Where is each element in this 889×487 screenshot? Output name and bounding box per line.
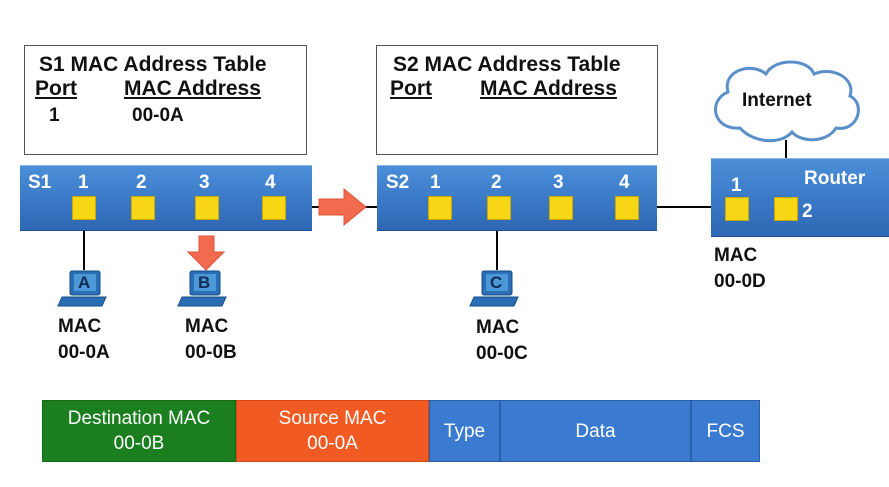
host-b-letter: B <box>198 273 211 292</box>
s2-port-3 <box>549 196 573 220</box>
host-a-computer-icon <box>57 270 107 307</box>
forward-arrow-right <box>318 187 367 227</box>
frame-fcs: FCS <box>691 400 760 462</box>
host-a-letter: A <box>78 273 91 292</box>
s1-table-port-header: Port <box>35 77 77 100</box>
frame-src-value: 00-0A <box>307 433 358 454</box>
s1-table-title: S1 MAC Address Table <box>39 53 267 76</box>
s1-port-2-label: 2 <box>136 172 147 193</box>
s2-port-1 <box>428 196 452 220</box>
host-b-mac-caption: MAC <box>185 316 229 337</box>
router-mac-caption: MAC <box>714 245 758 266</box>
internet-label: Internet <box>742 90 812 111</box>
router-mac-label: MAC 00-0D <box>714 243 766 295</box>
host-a-mac-label: MAC 00-0A <box>58 314 110 366</box>
frame-src-label: Source MAC <box>278 408 387 429</box>
frame-destination-mac: Destination MAC 00-0B <box>42 400 236 462</box>
s2-table-port-header: Port <box>390 77 432 100</box>
host-c-mac-caption: MAC <box>476 317 520 338</box>
host-c-mac-value: 00-0C <box>476 343 528 364</box>
router-port-2-label: 2 <box>802 201 813 222</box>
s2-mac-table: S2 MAC Address Table Port MAC Address <box>376 45 658 155</box>
s2-table-mac-header: MAC Address <box>480 77 617 100</box>
forward-arrow-down <box>186 235 226 271</box>
host-a-mac-value: 00-0A <box>58 342 110 363</box>
s2-port-4-label: 4 <box>619 172 630 193</box>
s2-port-4 <box>615 196 639 220</box>
s1-table-row-port: 1 <box>49 105 60 126</box>
router-label: Router <box>804 168 866 189</box>
frame-fcs-label: FCS <box>706 420 745 442</box>
s1-port-2 <box>131 196 155 220</box>
s1-port-1-label: 1 <box>78 172 89 193</box>
router-port-1 <box>725 197 749 221</box>
router-mac-value: 00-0D <box>714 271 766 292</box>
host-b-computer-icon <box>177 270 227 307</box>
router-port-2 <box>774 197 798 221</box>
s2-port-1-label: 1 <box>430 172 441 193</box>
switch-s1-label: S1 <box>28 172 52 193</box>
s2-port-3-label: 3 <box>553 172 564 193</box>
frame-dest-value: 00-0B <box>113 433 165 454</box>
s2-table-title: S2 MAC Address Table <box>393 53 621 76</box>
frame-dest-label: Destination MAC <box>67 408 211 429</box>
s1-table-mac-header: MAC Address <box>124 77 261 100</box>
host-c-mac-label: MAC 00-0C <box>476 315 528 367</box>
s1-port-4 <box>262 196 286 220</box>
host-c-letter: C <box>490 273 503 292</box>
router-port-1-label: 1 <box>731 175 742 196</box>
frame-source-mac: Source MAC 00-0A <box>236 400 429 462</box>
switch-s1: S1 1 2 3 4 <box>20 165 312 231</box>
s2-port-2-label: 2 <box>491 172 502 193</box>
s2-port-2 <box>487 196 511 220</box>
frame-data: Data <box>500 400 691 462</box>
s1-mac-table: S1 MAC Address Table Port MAC Address 1 … <box>24 45 307 155</box>
host-a-mac-caption: MAC <box>58 316 102 337</box>
s1-port-1 <box>72 196 96 220</box>
host-b-mac-value: 00-0B <box>185 342 237 363</box>
s1-port-4-label: 4 <box>265 172 276 193</box>
frame-type: Type <box>429 400 500 462</box>
s1-port-3-label: 3 <box>199 172 210 193</box>
host-b-mac-label: MAC 00-0B <box>185 314 237 366</box>
router: Router 1 2 <box>711 158 889 237</box>
s1-table-row-mac: 00-0A <box>132 105 184 126</box>
switch-s2-label: S2 <box>386 172 410 193</box>
frame-type-label: Type <box>443 420 486 442</box>
internet-cloud <box>714 60 860 143</box>
frame-data-label: Data <box>575 420 616 442</box>
switch-s2: S2 1 2 3 4 <box>377 165 657 231</box>
s1-port-3 <box>195 196 219 220</box>
host-c-computer-icon <box>469 270 519 307</box>
